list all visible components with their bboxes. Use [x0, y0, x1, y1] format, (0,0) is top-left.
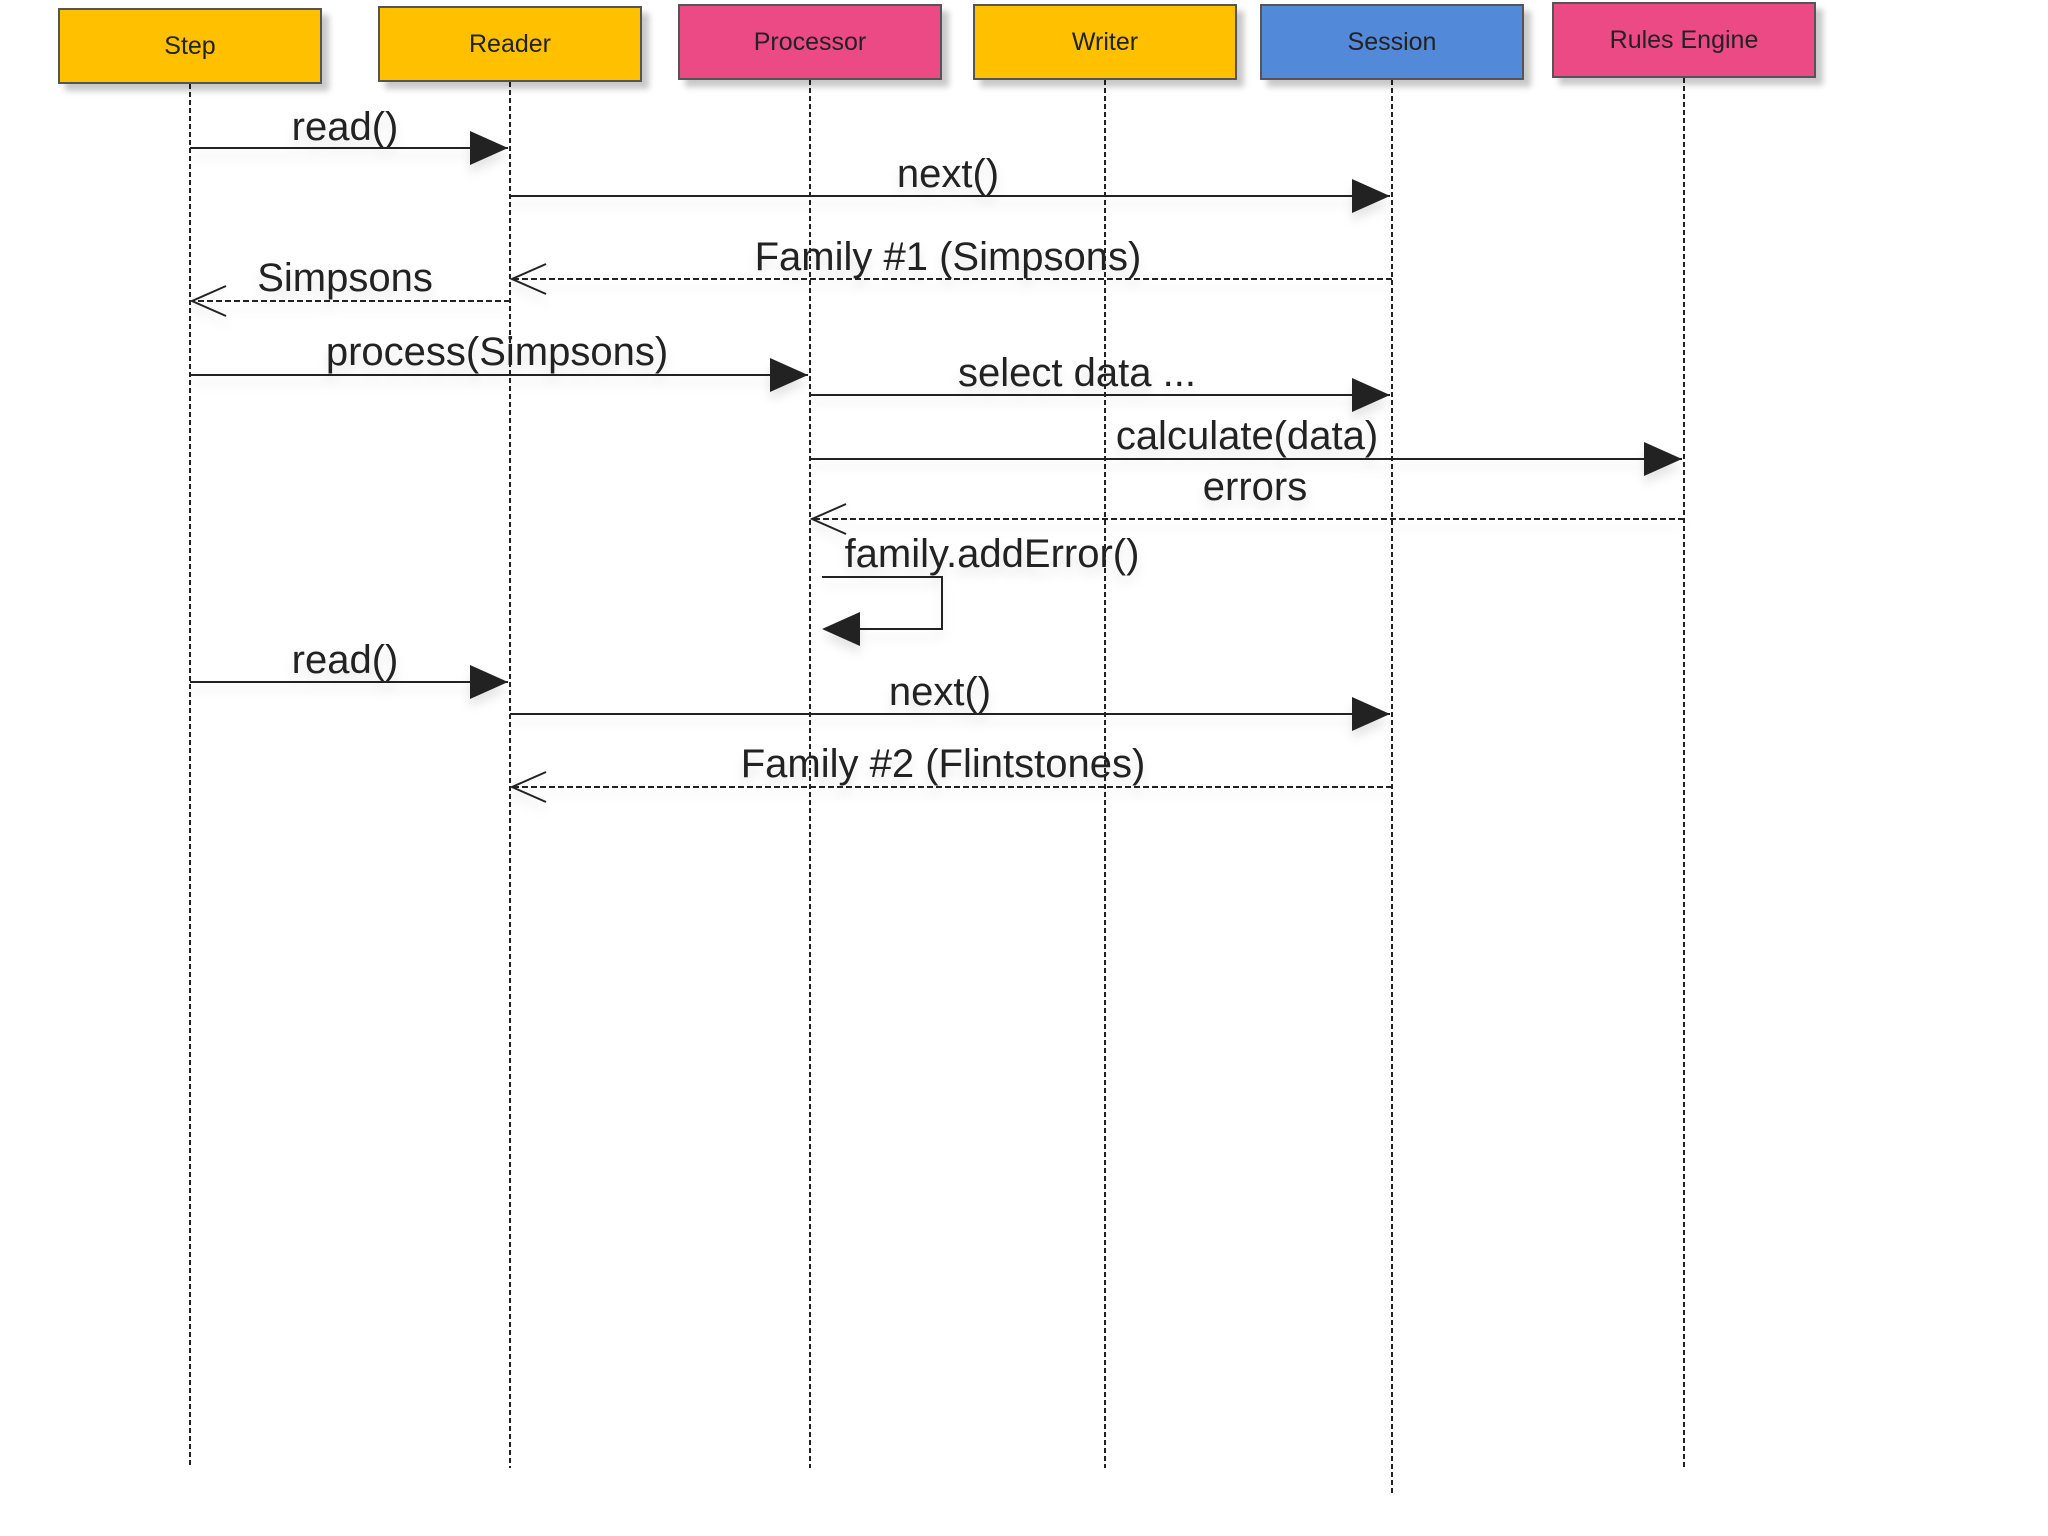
message-6: select data ... [810, 351, 1390, 412]
message-10: read() [190, 638, 508, 699]
message-label: select data ... [958, 351, 1196, 395]
participant-label: Reader [469, 29, 551, 58]
arrowhead-filled [1352, 179, 1390, 213]
message-label: next() [889, 670, 991, 714]
message-1: read() [190, 105, 508, 165]
arrowhead-open [509, 771, 547, 803]
participant-reader: Reader [378, 6, 642, 82]
participant-label: Writer [1071, 27, 1139, 56]
message-label: process(Simpsons) [326, 330, 668, 374]
arrowhead-filled [770, 358, 808, 392]
message-7: calculate(data) [810, 414, 1682, 476]
message-label: next() [897, 152, 999, 196]
participant-session: Session [1260, 4, 1524, 80]
message-label: Simpsons [257, 256, 433, 300]
arrowhead-open [809, 503, 847, 535]
message-11: next() [510, 670, 1390, 731]
message-label: calculate(data) [1116, 414, 1378, 458]
arrowhead-filled [470, 131, 508, 165]
message-8: errors [809, 465, 1684, 535]
participant-label: Step [164, 31, 216, 60]
message-label: Family #2 (Flintstones) [741, 742, 1146, 786]
message-5: process(Simpsons) [190, 330, 808, 392]
participant-label: Processor [753, 27, 867, 56]
message-label: errors [1203, 465, 1307, 509]
message-label: read() [292, 638, 399, 682]
arrowhead-filled [822, 612, 860, 646]
message-9: family.addError() [822, 532, 1139, 646]
participant-label: Session [1347, 27, 1437, 56]
participant-processor: Processor [678, 4, 942, 80]
message-label: family.addError() [845, 532, 1140, 576]
message-label: Family #1 (Simpsons) [755, 235, 1142, 279]
arrowhead-open [189, 285, 227, 317]
participant-step: Step [58, 8, 322, 84]
message-4: Simpsons [189, 256, 510, 317]
participant-writer: Writer [973, 4, 1237, 80]
arrowhead-filled [1352, 378, 1390, 412]
arrowhead-open [509, 263, 547, 295]
message-12: Family #2 (Flintstones) [509, 742, 1392, 803]
message-3: Family #1 (Simpsons) [509, 235, 1392, 295]
arrowhead-filled [470, 665, 508, 699]
message-2: next() [510, 152, 1390, 213]
message-label: read() [292, 105, 399, 149]
arrowhead-filled [1352, 697, 1390, 731]
self-call-line [822, 576, 943, 630]
arrowhead-filled [1644, 442, 1682, 476]
participant-rules-engine: Rules Engine [1552, 2, 1816, 78]
participant-label: Rules Engine [1609, 25, 1759, 54]
